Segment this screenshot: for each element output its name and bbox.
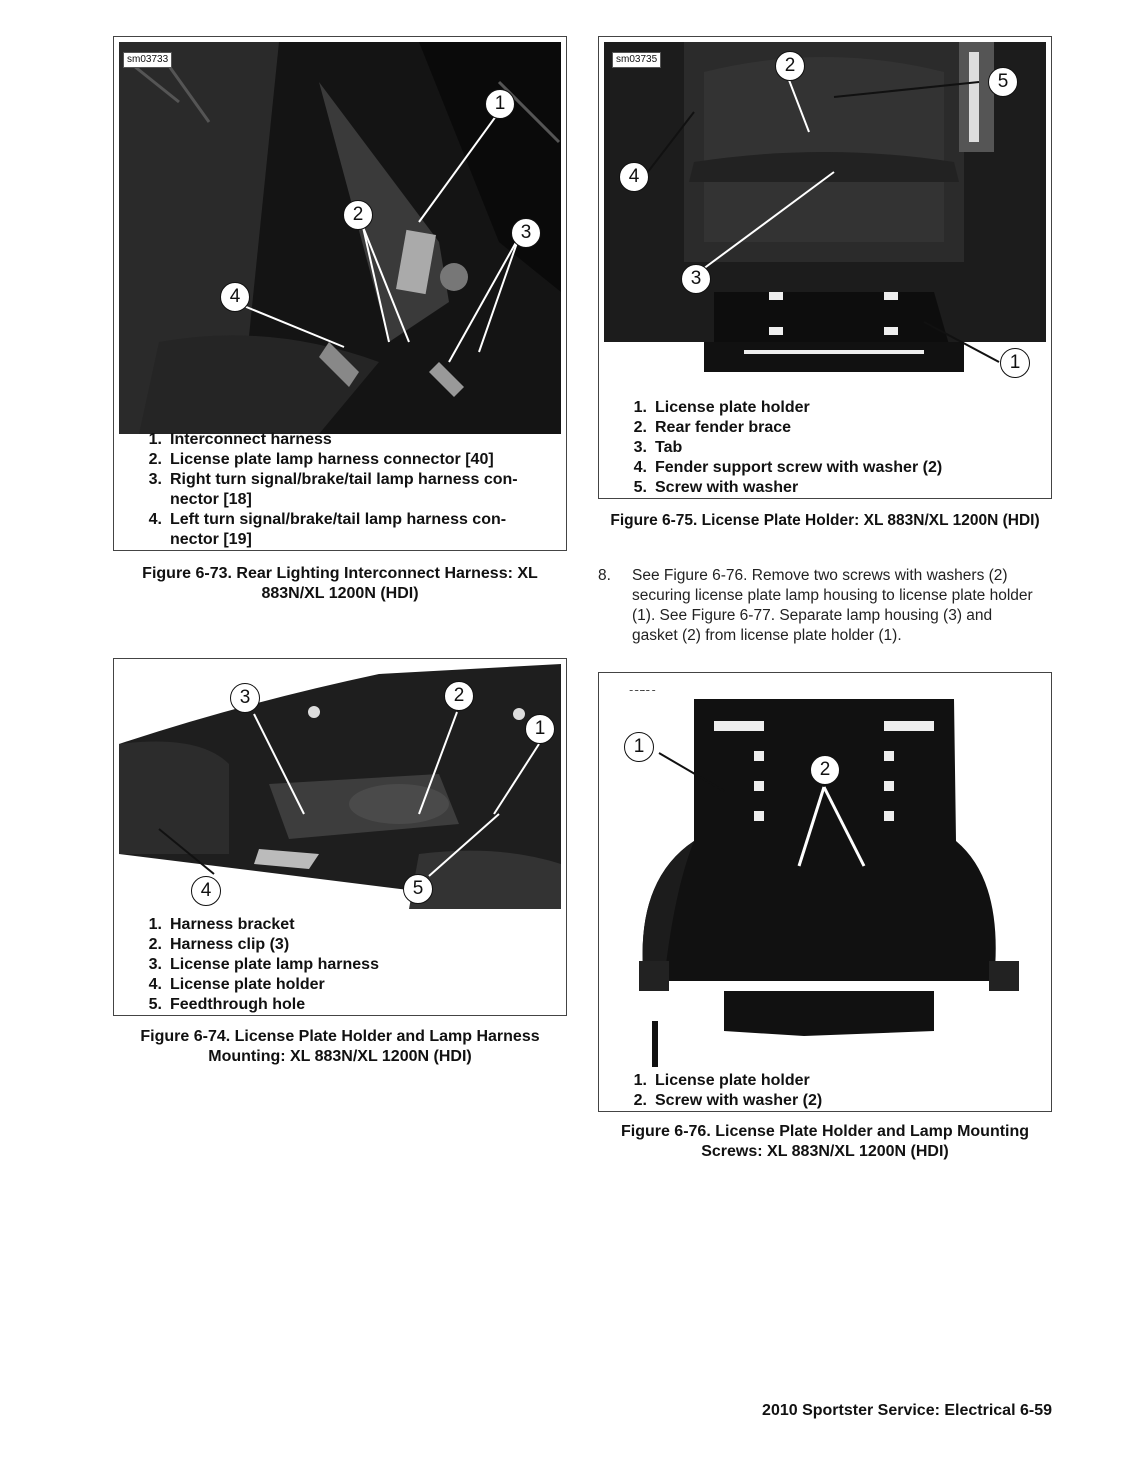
procedure-step-8: 8. See Figure 6-76. Remove two screws wi… <box>598 566 1058 650</box>
callout-1: 1 <box>624 732 654 762</box>
legend-item: 4.Fender support screw with washer (2) <box>633 459 943 476</box>
legend-item: 1.Harness bracket <box>148 916 295 933</box>
caption-line: Figure 6-73. Rear Lighting Interconnect … <box>142 565 538 582</box>
figure-6-73-caption: Figure 6-73. Rear Lighting Interconnect … <box>113 564 567 604</box>
legend-item: 2.Rear fender brace <box>633 419 792 436</box>
callout-4: 4 <box>220 282 250 312</box>
legend-item: 2.License plate lamp harness connector [… <box>148 451 494 468</box>
step-number: 8. <box>598 567 611 584</box>
legend-item: 3.Right turn signal/brake/tail lamp harn… <box>148 471 518 488</box>
callout-1: 1 <box>485 89 515 119</box>
figure-6-74-photo: 3 2 1 4 5 <box>119 664 561 909</box>
figure-id-tag: sm03733 <box>123 52 173 68</box>
step-line: (1). See Figure 6-77. Separate lamp hous… <box>632 607 993 624</box>
caption-line: Figure 6-74. License Plate Holder and La… <box>140 1028 540 1045</box>
legend-item: 4.License plate holder <box>148 976 325 993</box>
step-line: See Figure 6-76. Remove two screws with … <box>632 567 1008 584</box>
figure-6-76-photo: 1 2 <box>604 691 1046 1067</box>
figure-6-73-photo: sm03733 1 2 3 4 <box>119 42 561 434</box>
step-text: See Figure 6-76. Remove two screws with … <box>632 566 1052 646</box>
callout-2: 2 <box>343 200 373 230</box>
figure-id-tag: sm03735 <box>612 52 662 68</box>
figure-6-76-legend: 1.License plate holder 2.Screw with wash… <box>625 1071 1045 1111</box>
callout-1: 1 <box>1000 348 1030 378</box>
callout-3: 3 <box>511 218 541 248</box>
legend-item: 5.Screw with washer <box>633 479 799 496</box>
callout-1: 1 <box>525 714 555 744</box>
callout-5: 5 <box>403 874 433 904</box>
figure-6-75-box: sm03735 2 5 4 3 1 1.License plate holder… <box>598 36 1052 499</box>
figure-6-76-box: sm03736 1 2 1.License plate holder 2.Scr… <box>598 672 1052 1112</box>
legend-item: 1.License plate holder <box>633 1072 810 1089</box>
legend-item: nector [19] <box>170 531 252 548</box>
legend-item: 2.Screw with washer (2) <box>633 1092 823 1109</box>
callout-4: 4 <box>191 876 221 906</box>
callout-4: 4 <box>619 162 649 192</box>
callout-2: 2 <box>775 51 805 81</box>
page-footer: 2010 Sportster Service: Electrical 6-59 <box>762 1402 1052 1419</box>
callout-2: 2 <box>444 681 474 711</box>
caption-line: Mounting: XL 883N/XL 1200N (HDI) <box>208 1048 472 1065</box>
figure-6-73-legend: 1.Interconnect harness 2.License plate l… <box>140 430 560 550</box>
figure-6-75-caption: Figure 6-75. License Plate Holder: XL 88… <box>610 512 1040 529</box>
legend-item: 3.Tab <box>633 439 683 456</box>
legend-item: 1.License plate holder <box>633 399 810 416</box>
caption-line: Figure 6-76. License Plate Holder and La… <box>620 1123 1030 1140</box>
legend-item: 5.Feedthrough hole <box>148 996 306 1013</box>
figure-6-76-caption: Figure 6-76. License Plate Holder and La… <box>598 1122 1052 1162</box>
figure-6-75-legend: 1.License plate holder 2.Rear fender bra… <box>625 398 1045 498</box>
legend-item: 2.Harness clip (3) <box>148 936 290 953</box>
callout-5: 5 <box>988 67 1018 97</box>
step-line: securing license plate lamp housing to l… <box>632 587 1033 604</box>
figure-6-74-legend: 1.Harness bracket 2.Harness clip (3) 3.L… <box>140 915 560 1015</box>
legend-item: 4.Left turn signal/brake/tail lamp harne… <box>148 511 507 528</box>
step-line: gasket (2) from license plate holder (1)… <box>632 627 902 644</box>
figure-6-73-box: sm03733 1 2 3 4 1.Interconnect harness 2… <box>113 36 567 551</box>
legend-item: nector [18] <box>170 491 252 508</box>
legend-item: 1.Interconnect harness <box>148 431 332 448</box>
figure-6-74-caption: Figure 6-74. License Plate Holder and La… <box>113 1027 567 1067</box>
callout-3: 3 <box>681 264 711 294</box>
legend-item: 3.License plate lamp harness <box>148 956 379 973</box>
figure-6-74-box: sm03734 3 2 1 4 5 1.Harness bracket 2.Ha… <box>113 658 567 1016</box>
caption-line: 883N/XL 1200N (HDI) <box>261 585 419 602</box>
callout-2: 2 <box>810 755 840 785</box>
caption-line: Screws: XL 883N/XL 1200N (HDI) <box>701 1143 949 1160</box>
callout-3: 3 <box>230 683 260 713</box>
figure-6-75-photo: sm03735 2 5 4 3 1 <box>604 42 1046 389</box>
